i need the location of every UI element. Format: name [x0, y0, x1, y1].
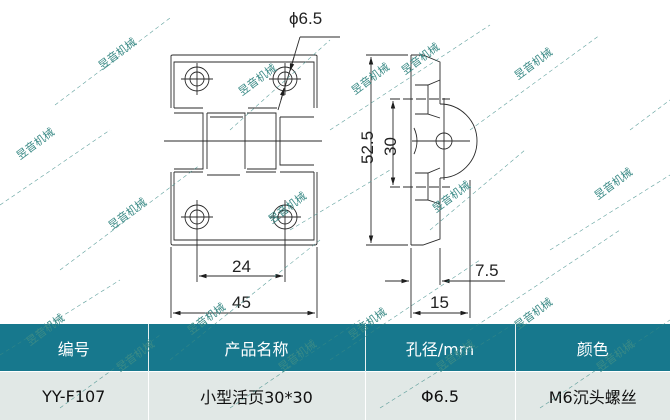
- cell-color: M6沉头螺丝: [515, 372, 670, 420]
- dim-hole-spacing-horizontal: 24: [232, 257, 251, 276]
- hinge-cad-drawing: ϕ6.5 24 45 52.5 30 7.5 15: [0, 0, 670, 324]
- table-row: YY-F107 小型活页30*30 Φ6.5 M6沉头螺丝: [0, 372, 670, 420]
- cell-code: YY-F107: [0, 372, 148, 420]
- dim-total-width: 45: [232, 293, 251, 312]
- dim-side-offset: 7.5: [475, 261, 499, 280]
- header-product-name: 产品名称: [148, 324, 365, 372]
- spec-table: 编号 产品名称 孔径/mm 颜色 YY-F107 小型活页30*30 Φ6.5 …: [0, 324, 670, 420]
- dim-side-thickness: 15: [430, 293, 449, 312]
- dim-total-height: 52.5: [358, 131, 377, 164]
- cell-product-name: 小型活页30*30: [148, 372, 365, 420]
- dim-hole-spacing-vertical: 30: [381, 137, 400, 156]
- header-color: 颜色: [515, 324, 670, 372]
- header-hole-diameter: 孔径/mm: [365, 324, 515, 372]
- dim-hole-diameter: ϕ6.5: [289, 9, 322, 28]
- cell-hole-diameter: Φ6.5: [365, 372, 515, 420]
- table-header-row: 编号 产品名称 孔径/mm 颜色: [0, 324, 670, 372]
- header-code: 编号: [0, 324, 148, 372]
